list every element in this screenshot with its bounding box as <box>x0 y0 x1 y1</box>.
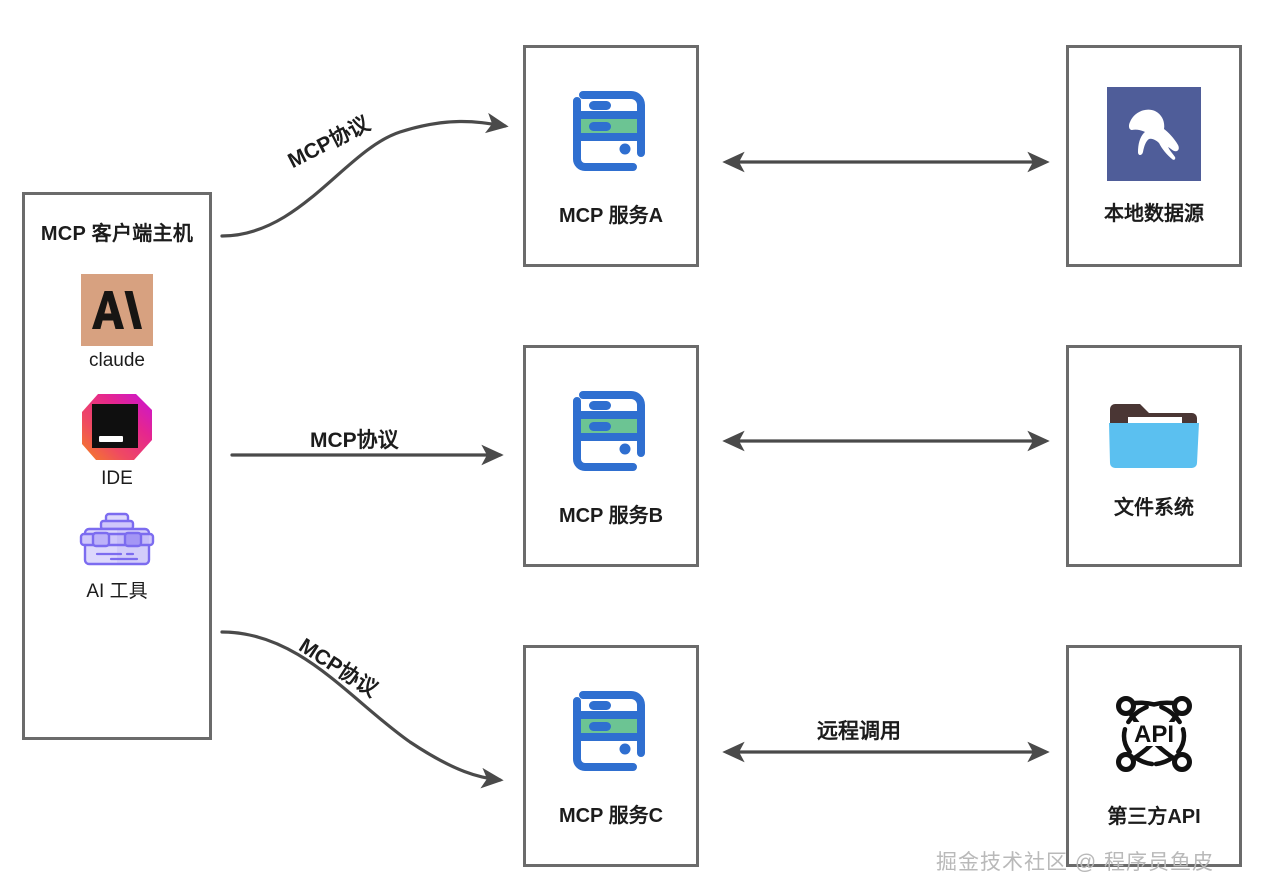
local-datasource-box[interactable]: 本地数据源 <box>1066 45 1242 267</box>
watermark: 掘金技术社区 @ 程序员鱼皮 <box>936 851 1214 874</box>
client-item-label-claude: claude <box>89 350 145 371</box>
mysql-dolphin-icon <box>1107 86 1201 181</box>
mcp-server-c-box[interactable]: MCP 服务C <box>523 645 699 867</box>
server-rack-icon <box>565 385 657 485</box>
edge-label-remote-call: 远程调用 <box>817 720 901 743</box>
client-host-title: MCP 客户端主机 <box>40 223 194 245</box>
server-rack-icon <box>565 85 657 185</box>
client-item-ai-tools[interactable]: AI 工具 <box>77 508 157 603</box>
local-datasource-label: 本地数据源 <box>1104 202 1204 225</box>
third-party-api-box[interactable]: API 第三方API <box>1066 645 1242 867</box>
client-item-label-ai-tools: AI 工具 <box>86 581 148 602</box>
client-item-claude[interactable]: claude <box>81 274 153 372</box>
server-c-label: MCP 服务C <box>558 804 664 827</box>
ide-icon <box>78 390 156 464</box>
client-item-label-ide: IDE <box>101 468 133 489</box>
api-icon-text: API <box>1134 721 1174 748</box>
file-system-label: 文件系统 <box>1114 496 1194 519</box>
server-b-label: MCP 服务B <box>558 504 664 527</box>
file-system-box[interactable]: 文件系统 <box>1066 345 1242 567</box>
edge-label-mcp-protocol-a: MCP协议 <box>284 112 374 173</box>
edge-label-mcp-protocol-c: MCP协议 <box>294 634 382 702</box>
api-network-icon: API <box>1104 684 1204 784</box>
edge-client-to-server-c <box>220 630 504 789</box>
server-rack-icon <box>565 685 657 785</box>
folder-icon <box>1104 393 1204 475</box>
mcp-client-host-box[interactable]: MCP 客户端主机 claude <box>22 192 212 740</box>
mcp-server-b-box[interactable]: MCP 服务B <box>523 345 699 567</box>
mcp-server-a-box[interactable]: MCP 服务A <box>523 45 699 267</box>
toolbox-icon <box>77 508 157 572</box>
client-item-ide[interactable]: IDE <box>78 390 156 490</box>
edge-label-mcp-protocol-b: MCP协议 <box>310 429 399 452</box>
claude-icon <box>81 274 153 346</box>
server-a-label: MCP 服务A <box>558 204 664 227</box>
third-party-api-label: 第三方API <box>1107 805 1201 828</box>
